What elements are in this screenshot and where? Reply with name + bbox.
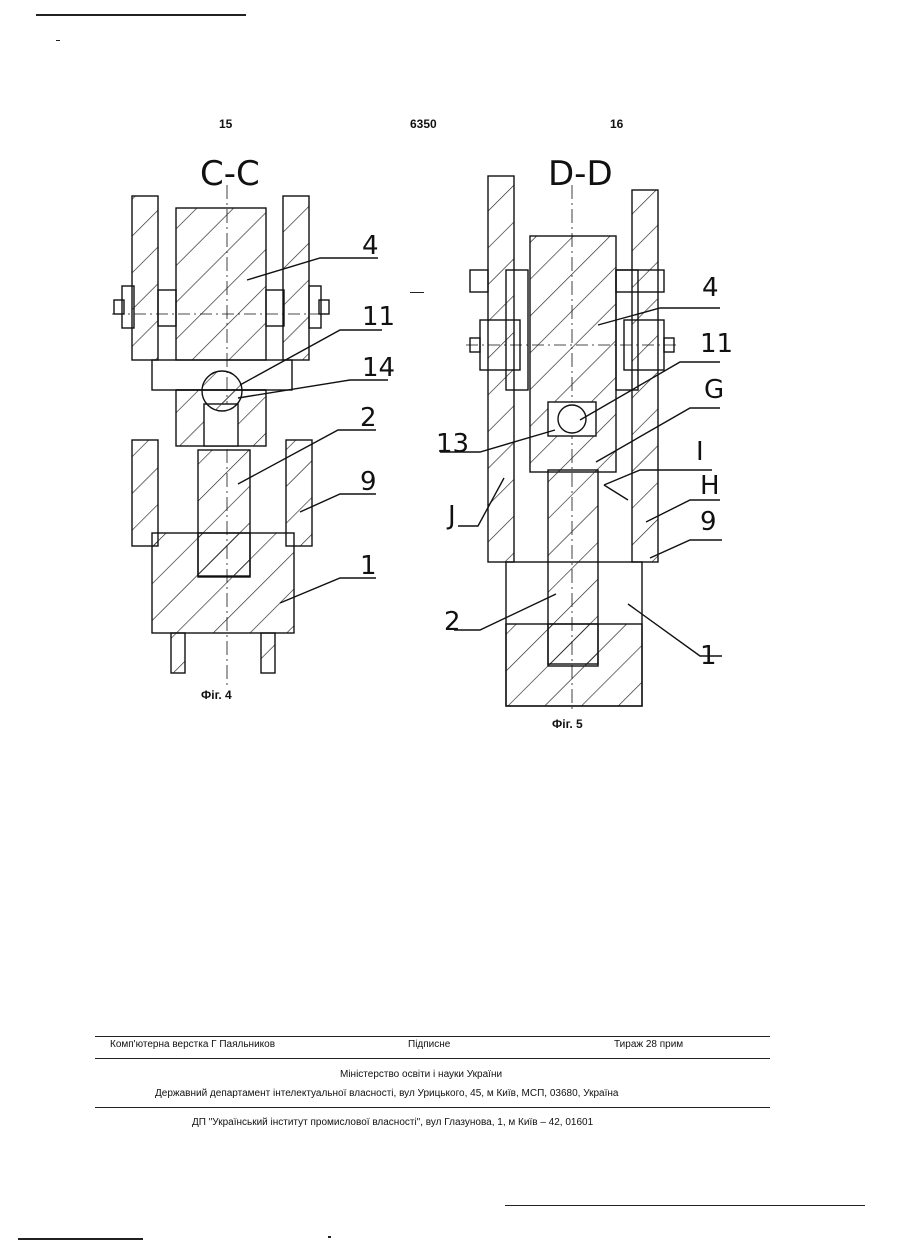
fig4-callout-4: 4 (362, 231, 379, 261)
fig4-caption: Фіг. 4 (201, 688, 232, 702)
footer-rule-bottom (95, 1107, 770, 1108)
technical-drawing: C-C (0, 0, 900, 760)
bottom-right-rule (505, 1205, 865, 1206)
fig4-section-label: C-C (200, 154, 260, 194)
footer-rule-middle (95, 1058, 770, 1059)
footer-typesetter: Комп'ютерна верстка Г Паяльников (110, 1039, 275, 1050)
fig5-callout-4: 4 (702, 273, 719, 303)
footer-institute: ДП "Український інститут промислової вла… (192, 1117, 593, 1128)
footer-department: Державний департамент інтелектуальної вл… (155, 1088, 618, 1099)
fig5-callout-11: 11 (700, 329, 733, 359)
fig5-callout-9: 9 (700, 507, 717, 537)
figure-5-drawing: D-D (440, 154, 722, 710)
footer-rule-top (95, 1036, 770, 1037)
fig5-callout-J: J (446, 501, 456, 531)
fig4-callout-2: 2 (360, 403, 377, 433)
fig4-callout-1: 1 (360, 551, 377, 581)
fig5-caption: Фіг. 5 (552, 717, 583, 731)
fig5-callout-I: I (696, 437, 704, 467)
fig4-callout-11: 11 (362, 302, 395, 332)
fig5-callout-G: G (704, 375, 724, 405)
bottom-left-rule (18, 1238, 143, 1240)
fig5-callout-13: 13 (436, 429, 469, 459)
footer-signed: Підписне (408, 1039, 450, 1050)
figure-4-callouts: 4 11 14 2 9 1 (360, 231, 395, 581)
fig5-callout-H: H (700, 471, 720, 501)
footer-circulation: Тираж 28 прим (614, 1039, 683, 1050)
fig5-callout-1: 1 (700, 641, 717, 671)
figure-4-drawing: C-C (112, 154, 388, 688)
fig5-callout-2: 2 (444, 607, 461, 637)
scan-speck (328, 1236, 331, 1238)
fig4-callout-9: 9 (360, 467, 377, 497)
footer-ministry: Міністерство освіти і науки України (340, 1069, 502, 1080)
fig5-section-label: D-D (548, 154, 613, 194)
fig4-callout-14: 14 (362, 353, 395, 383)
